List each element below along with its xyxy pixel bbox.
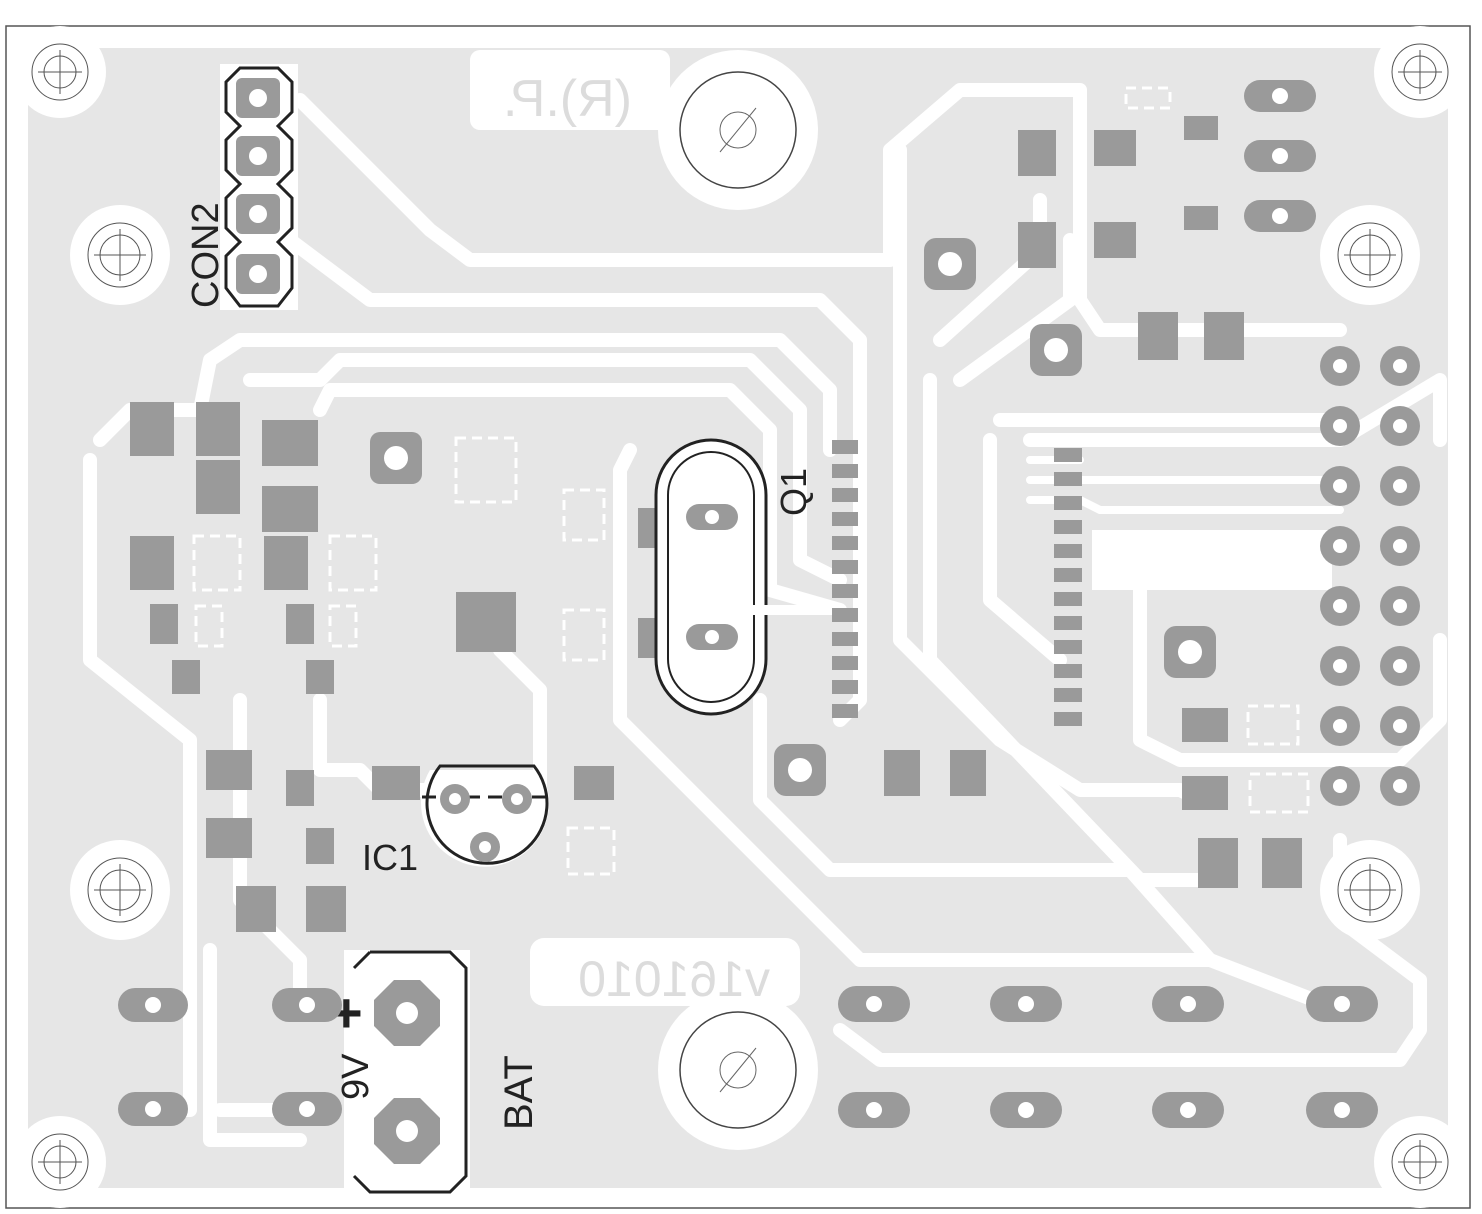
version-mark: v161010 bbox=[578, 951, 770, 1007]
rp-mark-window bbox=[470, 50, 670, 130]
q1-label: Q1 bbox=[773, 468, 814, 516]
crosshair-circle-icon bbox=[1374, 26, 1466, 118]
battery-connector: + − 9V BAT bbox=[287, 950, 541, 1194]
crosshair-circle-icon bbox=[1320, 205, 1420, 305]
version-window bbox=[530, 938, 800, 1006]
mcu-left-pins bbox=[832, 440, 858, 718]
smd-pads-right bbox=[884, 116, 1302, 888]
smd-pads-left bbox=[130, 402, 614, 932]
header-2x8 bbox=[1320, 346, 1420, 806]
crosshair-circle-icon bbox=[14, 26, 106, 118]
mcu-clearance bbox=[1092, 530, 1332, 590]
oval-pads-bottom bbox=[118, 986, 1378, 1128]
crosshair-circle-icon bbox=[70, 205, 170, 305]
copper-text: (R).P. v161010 bbox=[503, 70, 770, 1007]
ic1-label: IC1 bbox=[362, 837, 418, 878]
rp-mark: (R).P. bbox=[503, 70, 632, 128]
smd-outlines-left bbox=[192, 436, 616, 876]
vias-left bbox=[370, 432, 422, 484]
crosshair-circle-icon bbox=[14, 1116, 106, 1208]
bat-label: BAT bbox=[497, 1055, 541, 1130]
crosshair-circle-icon bbox=[70, 840, 170, 940]
oval-pads-top bbox=[1244, 80, 1316, 232]
voltage-label: 9V bbox=[335, 1053, 377, 1100]
smd-outlines-right bbox=[1124, 86, 1310, 814]
ic1-regulator: IC1 bbox=[362, 764, 549, 878]
crosshair-circle-icon bbox=[1320, 840, 1420, 940]
mcu-right-pins bbox=[1054, 448, 1082, 726]
diameter-icon bbox=[658, 50, 818, 210]
con2-connector: CON2 bbox=[185, 64, 298, 310]
mounting-holes bbox=[14, 26, 1466, 1208]
con2-label: CON2 bbox=[185, 202, 227, 308]
diameter-icon bbox=[658, 990, 818, 1150]
vias-right bbox=[774, 238, 1216, 796]
q1-crystal: Q1 bbox=[638, 438, 845, 716]
crosshair-circle-icon bbox=[1374, 1116, 1466, 1208]
